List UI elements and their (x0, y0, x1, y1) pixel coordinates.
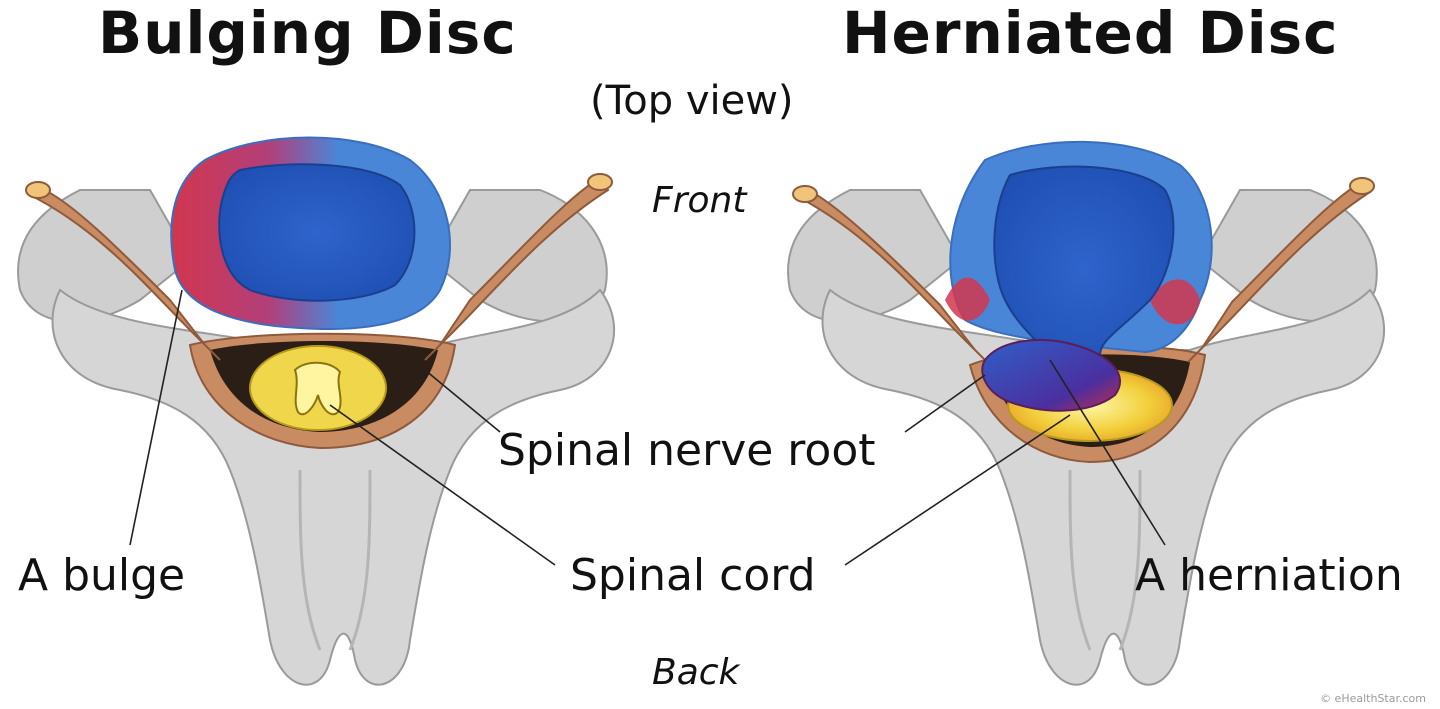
label-spinal-nerve-root: Spinal nerve root (498, 425, 876, 476)
leader-herniation (1049, 359, 1166, 546)
credit: © eHealthStar.com (1320, 692, 1426, 705)
label-herniation: A herniation (1135, 550, 1403, 601)
subtitle-top-view: (Top view) (590, 78, 794, 124)
herniation-mass (981, 339, 1121, 412)
right-vertebra (787, 140, 1386, 686)
leader-lines (129, 289, 1166, 566)
left-transverse-process-left (17, 189, 192, 323)
right-disc-nucleus (993, 165, 1175, 373)
right-lamina (821, 288, 1386, 686)
left-vertebra (17, 136, 616, 686)
leader-nerve-root-left (424, 369, 501, 433)
left-lamina (51, 288, 616, 686)
right-nerve-root-left (798, 188, 991, 366)
label-back: Back (652, 652, 740, 693)
label-front: Front (652, 180, 747, 221)
right-nerve-root-right (1187, 180, 1372, 363)
left-nerve-root-right (424, 176, 610, 361)
leader-cord-right (844, 414, 1071, 566)
leader-nerve-root-right (904, 374, 986, 433)
title-herniated-disc: Herniated Disc (842, 0, 1339, 67)
left-nerve-root-left (28, 186, 221, 361)
leader-cord-left (329, 404, 556, 566)
title-bulging-disc: Bulging Disc (98, 0, 517, 67)
label-spinal-cord: Spinal cord (570, 550, 816, 601)
leader-bulge (129, 289, 183, 546)
left-disc-nucleus (218, 163, 416, 302)
label-bulge: A bulge (18, 550, 186, 601)
